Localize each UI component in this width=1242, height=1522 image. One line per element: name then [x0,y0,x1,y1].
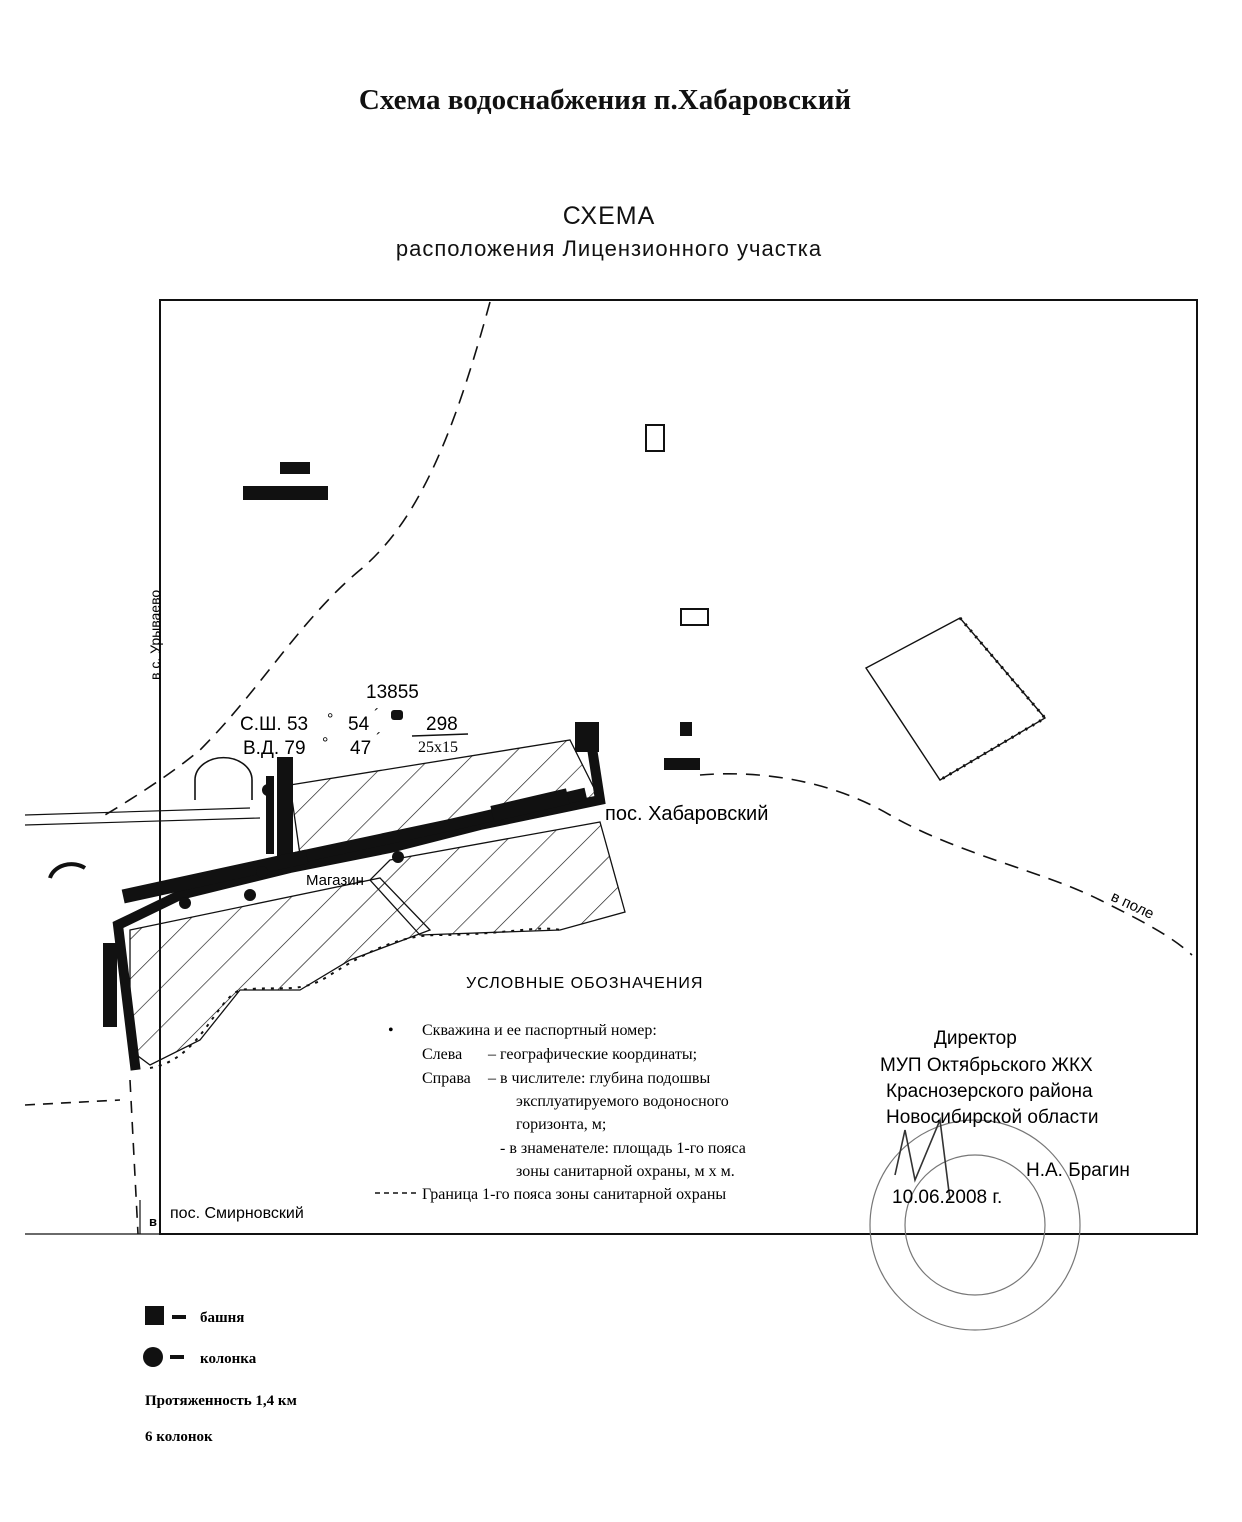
building-dark-3 [680,722,692,736]
signature-org-3: Новосибирской области [886,1107,1098,1128]
road-label-smirnovsky: пос. Смирновский [170,1205,304,1222]
road-dashed-southwest [24,1099,121,1106]
well-longitude: В.Д. 79 [243,738,306,759]
road-dashed-field [699,773,1193,956]
column-legend-icon [143,1347,163,1367]
legend-line-2b: – географические координаты; [487,1046,697,1063]
well-lat-minutes-mark: ´ [374,707,379,724]
arched-building [194,756,253,800]
scheme-title: СХЕМА [562,202,656,230]
column-legend-label: колонка [200,1351,257,1367]
legend-line-7: зоны санитарной охраны, м х м. [516,1163,735,1180]
road-dashed-north [104,301,491,816]
legend-heading: УСЛОВНЫЕ ОБОЗНАЧЕНИЯ [466,975,703,992]
road-label-smirnovsky-v: в [149,1214,157,1229]
well-denominator: 25х15 [418,739,458,756]
legend-line-4: эксплуатируемого водоносного [516,1093,729,1110]
legend-line-3b: – в числителе: глубина подошвы [487,1070,710,1087]
crescent-mark [48,862,87,879]
legend-line-6: - в знаменателе: площадь 1-го пояса [500,1140,746,1157]
road-edge-top [24,807,251,816]
well-marker [391,710,403,720]
well-lat-degree-mark: ° [327,711,333,728]
road-label-field: в поле [1108,888,1156,923]
official-stamp [869,1116,1081,1331]
water-column-2 [179,897,191,909]
water-pipeline [103,729,606,1071]
well-fraction-line [411,733,469,737]
tower-legend-label: башня [200,1310,244,1326]
road-label-urivaevo: в с. Урываево [147,590,163,680]
legend-bullet: • [388,1022,394,1039]
signature-org-1: МУП Октябрьского ЖКХ [880,1055,1093,1076]
tower-legend-dash [172,1315,186,1319]
road-dashed-south [129,1079,139,1235]
page-title: Схема водоснабжения п.Хабаровский [358,84,852,116]
tower-legend-icon [145,1306,164,1325]
water-column-3 [392,851,404,863]
well-lon-minutes: 47 [350,738,371,759]
well-numerator: 298 [426,714,458,735]
signature-org-2: Краснозерского района [886,1081,1093,1102]
column-legend-dash [170,1355,184,1359]
building-outline-2 [680,608,709,626]
signature-role: Директор [934,1028,1017,1049]
signature-date: 10.06.2008 г. [892,1187,1002,1208]
well-lon-degree-mark: ° [322,735,328,752]
water-column-1 [262,784,274,796]
settlement-zone-south [129,877,432,1066]
shop-label: Магазин [306,872,364,889]
map-frame [159,299,1198,1235]
village-label: пос. Хабаровский [605,803,768,825]
well-lon-minutes-mark: ´ [376,731,381,748]
signature-name: Н.А. Брагин [1026,1160,1130,1181]
well-lat-minutes: 54 [348,714,370,735]
road-edge-bottom [24,817,261,826]
legend-line-5: горизонта, м; [516,1116,606,1133]
building-outline-1 [645,424,665,452]
legend-line-3a: Справа [422,1070,471,1087]
well-latitude: С.Ш. 53 [240,714,308,735]
zone-border-dotted [149,927,561,1069]
water-tower-1 [575,722,599,752]
sanitary-zone-square [864,617,1047,781]
water-column-5 [244,889,256,901]
columns-count: 6 колонок [145,1429,213,1445]
building-dark-2 [243,486,328,500]
legend-line-8: Граница 1-го пояса зоны санитарной охран… [422,1186,726,1203]
scheme-subtitle: расположения Лицензионного участка [395,236,823,261]
legend-line-1: Скважина и ее паспортный номер: [422,1022,657,1039]
well-number: 13855 [366,682,419,703]
building-dark-1 [280,462,310,474]
pipeline-length: Протяженность 1,4 км [145,1393,297,1409]
water-column-4 [256,866,268,878]
legend-line-2a: Слева [422,1046,462,1063]
building-dark-4 [664,758,700,770]
